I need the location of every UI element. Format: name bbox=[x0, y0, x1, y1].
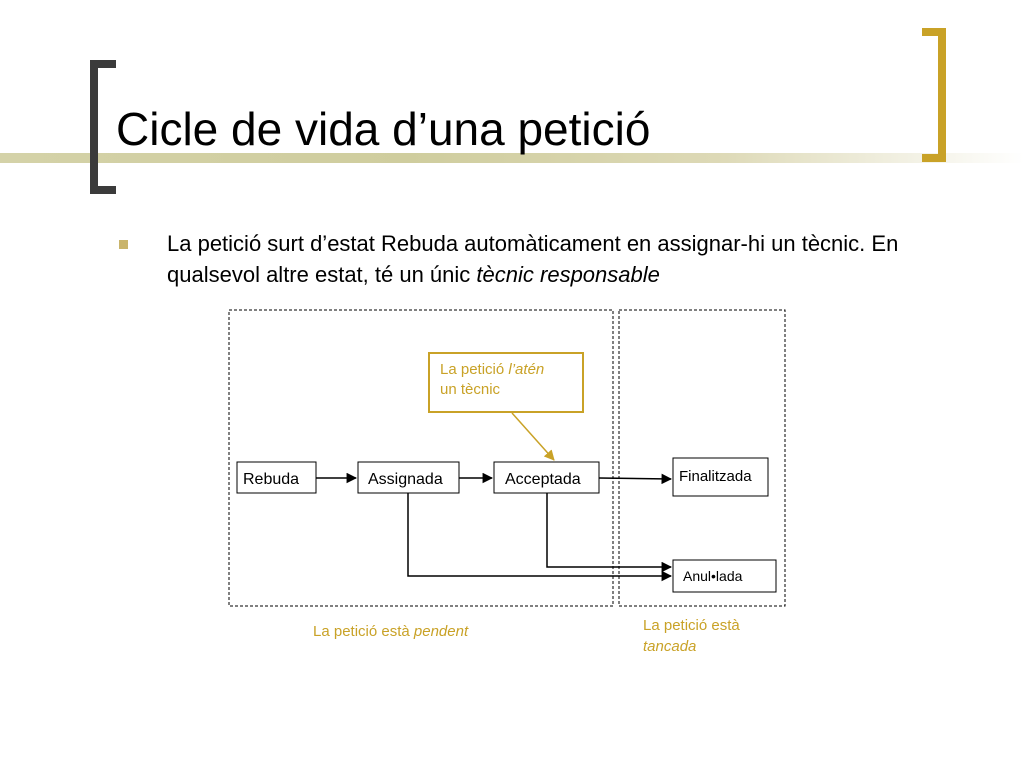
left-bracket-decoration bbox=[90, 60, 116, 194]
title-band bbox=[0, 153, 1024, 163]
note-arrow bbox=[511, 412, 555, 461]
note-text-line1-plain: La petició bbox=[440, 361, 508, 378]
state-anullada-label: Anul•lada bbox=[683, 568, 743, 584]
bullet-text-emphasis: tècnic responsable bbox=[476, 262, 660, 287]
note-box bbox=[428, 352, 584, 413]
pending-region bbox=[228, 309, 614, 607]
state-assignada-box bbox=[357, 461, 460, 494]
caption-pending-emphasis: pendent bbox=[413, 623, 469, 640]
state-acceptada-box bbox=[493, 461, 600, 494]
state-assignada-label: Assignada bbox=[368, 471, 443, 488]
note-text-line1: La petició l’atén bbox=[440, 361, 544, 378]
state-rebuda-label: Rebuda bbox=[243, 471, 299, 488]
state-finalitzada-box bbox=[672, 457, 769, 497]
bullet-square-icon bbox=[119, 240, 128, 249]
note-text-line1-emphasis: l’atén bbox=[508, 361, 544, 378]
slide-title: Cicle de vida d’una petició bbox=[116, 103, 651, 155]
state-finalitzada-label: Finalitzada bbox=[679, 468, 752, 485]
state-acceptada-label: Acceptada bbox=[505, 471, 581, 488]
arrow-acceptada-finalitzada bbox=[598, 473, 673, 485]
arrow-acceptada-anullada bbox=[546, 493, 673, 573]
bullet-text: La petició surt d’estat Rebuda automàtic… bbox=[167, 228, 927, 290]
caption-closed-line1: La petició està bbox=[643, 617, 740, 634]
right-bracket-decoration bbox=[922, 28, 946, 162]
caption-pending-plain: La petició està bbox=[313, 623, 414, 640]
caption-pending: La petició està pendent bbox=[313, 623, 469, 640]
closed-region bbox=[618, 309, 786, 607]
caption-closed-line2: tancada bbox=[643, 638, 696, 655]
note-text-line2: un tècnic bbox=[440, 381, 501, 398]
bullet-text-plain: La petició surt d’estat Rebuda automàtic… bbox=[167, 231, 899, 287]
state-anullada-box bbox=[672, 559, 777, 593]
arrow-assignada-anullada bbox=[407, 493, 673, 582]
